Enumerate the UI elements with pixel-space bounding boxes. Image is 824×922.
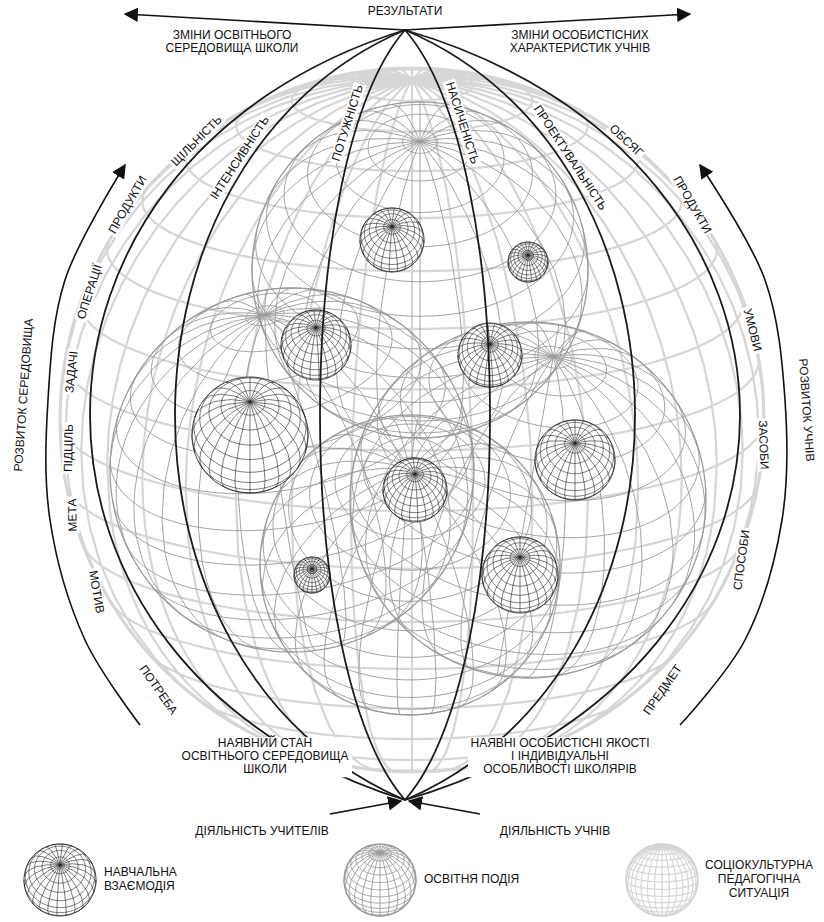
legend-samples	[24, 844, 698, 916]
meridian-line	[405, 30, 490, 800]
sphere-grid	[383, 458, 447, 522]
sphere-outline	[626, 844, 698, 916]
interaction-spheres	[192, 208, 615, 613]
diagram-label: НАЯВНИЙ СТАН ОСВІТНЬОГО СЕРЕДОВИЩА ШКОЛИ	[178, 737, 352, 777]
direction-arrow	[409, 801, 480, 814]
sphere-grid	[351, 322, 706, 678]
sphere-grid	[110, 288, 474, 652]
diagram-label: ДІЯЛЬНІСТЬ УЧНІВ	[498, 825, 612, 838]
wire-sphere	[260, 415, 560, 715]
wire-sphere	[24, 844, 96, 916]
sphere-grid	[24, 844, 96, 916]
diagram-label: ПІДЦІЛЬ	[62, 422, 76, 474]
diagram-label: МЕТА	[66, 496, 80, 533]
wire-sphere	[344, 844, 416, 916]
sphere-outline	[192, 377, 308, 493]
wire-sphere	[350, 322, 706, 678]
sphere-grid	[294, 557, 330, 593]
meridian-line	[320, 30, 405, 800]
diagram-label: ЗМІНИ ОСВІТНЬОГО СЕРЕДОВИЩА ШКОЛИ	[155, 29, 309, 55]
sphere-outline	[281, 310, 351, 380]
sociocultural-sphere	[60, 68, 764, 772]
direction-arrow	[330, 801, 401, 814]
diagram-label: ЩІЛЬНІСТЬ	[168, 112, 227, 171]
sphere-grid	[60, 68, 764, 772]
wire-sphere	[482, 537, 558, 613]
diagram-label: ПРЕДМЕТ	[640, 661, 686, 719]
sphere-outline	[482, 537, 558, 613]
diagram-label: ПРОДУКТИ	[105, 172, 151, 238]
diagram-label: ЗАДАЧІ	[63, 348, 81, 395]
wire-sphere	[192, 377, 308, 493]
sphere-outline	[360, 208, 424, 272]
sphere-grid	[281, 310, 351, 380]
direction-arrow	[125, 14, 405, 30]
diagram-label: РОЗВИТОК УЧНІВ	[796, 356, 817, 464]
wire-sphere	[110, 288, 474, 652]
diagram-label: СПОСОБИ	[731, 527, 753, 593]
sphere-outline	[508, 242, 548, 282]
diagram-label: МОТИВ	[85, 568, 106, 617]
legend-text: ОСВІТНЯ ПОДІЯ	[424, 873, 544, 887]
diagram-label: НАЯВНІ ОСОБИСТІСНІ ЯКОСТІ І ІНДИВІДУАЛЬН…	[468, 737, 652, 777]
sphere-outline	[24, 844, 96, 916]
diagram-label: ПРОДУКТИ	[669, 172, 715, 238]
diagram-label: РОЗВИТОК СЕРЕДОВИЩА	[12, 316, 36, 474]
sphere-outline	[252, 102, 588, 438]
sphere-grid	[482, 537, 558, 613]
diagram-label: ЗАСОБИ	[755, 418, 770, 472]
sphere-outline	[260, 415, 560, 715]
wire-sphere	[626, 844, 698, 916]
direction-arrow	[46, 165, 140, 725]
sphere-outline	[535, 420, 615, 500]
sphere-grid	[508, 242, 548, 282]
wire-sphere	[294, 557, 330, 593]
event-spheres	[110, 102, 706, 715]
sphere-grid	[260, 415, 560, 714]
sphere-grid	[192, 377, 308, 493]
direction-arrow	[405, 14, 690, 30]
sphere-outline	[383, 458, 447, 522]
meridian-line	[175, 30, 405, 800]
meridian-lines	[90, 30, 740, 800]
sphere-outline	[110, 288, 474, 652]
direction-arrow	[680, 165, 787, 725]
wire-sphere	[508, 242, 548, 282]
meridian-line	[405, 30, 635, 800]
wire-sphere	[60, 68, 764, 772]
diagram-label: УМОВИ	[740, 305, 764, 354]
wire-sphere	[360, 208, 424, 272]
sphere-grid	[360, 208, 424, 272]
wire-sphere	[281, 310, 351, 380]
diagram-label: ДІЯЛЬНІСТЬ УЧИТЕЛІВ	[193, 825, 330, 838]
diagram-label: РЕЗУЛЬТАТИ	[366, 5, 445, 18]
sphere-grid	[252, 102, 588, 438]
wire-sphere	[383, 458, 447, 522]
sphere-outline	[344, 844, 416, 916]
legend-text: НАВЧАЛЬНА ВЗАЄМОДІЯ	[104, 866, 224, 894]
meridian-line	[405, 30, 740, 800]
direction-arrows	[46, 14, 787, 814]
wire-sphere	[252, 102, 588, 438]
wire-sphere	[535, 420, 615, 500]
diagram-label: ОПЕРАЦІЇ	[74, 261, 105, 323]
sphere-grid	[626, 844, 698, 916]
legend-text: СОЦІОКУЛЬТУРНА ПЕДАГОГІЧНА СИТУАЦІЯ	[704, 859, 814, 900]
meridian-line	[90, 30, 405, 800]
sphere-outline	[60, 68, 764, 772]
diagram-label: ПОТРЕБА	[135, 661, 181, 718]
sphere-grid	[535, 420, 615, 500]
sphere-outline	[350, 322, 706, 678]
sphere-outline	[294, 557, 330, 593]
sphere-grid	[344, 844, 416, 916]
diagram-label: ЗМІНИ ОСОБИСТІСНИХ ХАРАКТЕРИСТИК УЧНІВ	[493, 29, 667, 55]
